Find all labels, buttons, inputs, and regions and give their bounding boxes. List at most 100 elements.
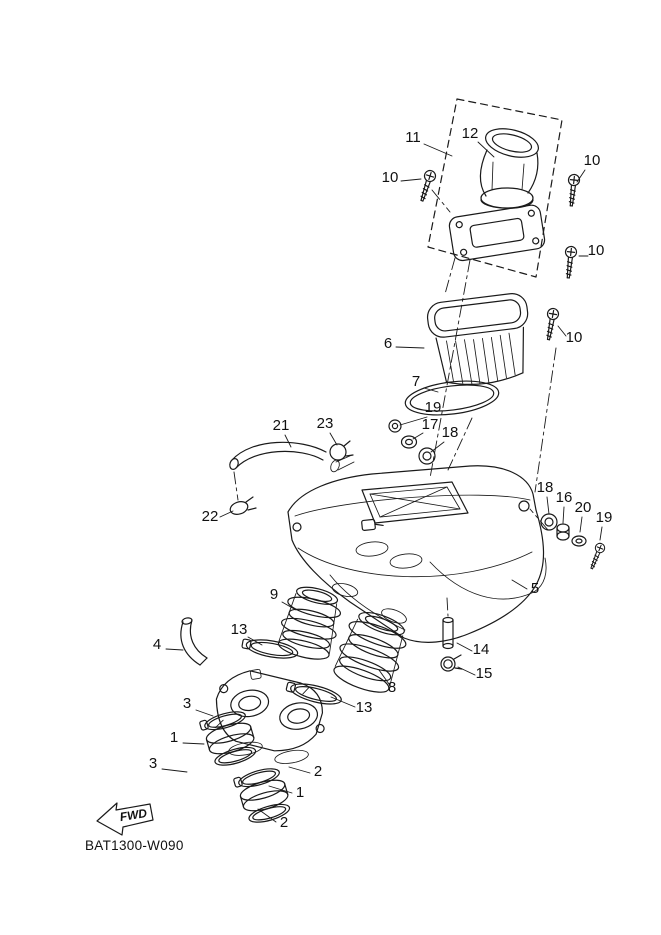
leader-line-21 bbox=[284, 434, 292, 448]
callout-label-16: 16 bbox=[556, 489, 573, 506]
leader-line-6 bbox=[395, 346, 425, 349]
leader-line-2 bbox=[257, 808, 277, 823]
leader-line-23 bbox=[329, 432, 338, 446]
callout-label-3: 3 bbox=[149, 755, 157, 772]
callout-label-9: 9 bbox=[270, 586, 278, 603]
leader-line-17 bbox=[412, 432, 424, 440]
screw-part-10-c bbox=[562, 245, 578, 280]
leader-line-13 bbox=[330, 696, 356, 708]
callout-label-12: 12 bbox=[462, 125, 479, 142]
callout-label-5: 5 bbox=[531, 580, 539, 597]
leader-line-10 bbox=[557, 325, 567, 337]
leader-line-4 bbox=[165, 648, 184, 651]
fwd-arrow-label: FWD bbox=[119, 806, 149, 824]
air-cleaner-case-part-5 bbox=[287, 454, 547, 643]
callout-label-7: 7 bbox=[412, 373, 420, 390]
leader-line-3 bbox=[195, 709, 214, 717]
callout-label-10: 10 bbox=[588, 242, 605, 259]
clamp-part-22 bbox=[229, 496, 257, 515]
screw-part-10-a bbox=[416, 168, 438, 204]
leader-lines bbox=[161, 141, 603, 823]
joint-part-1-stack-a bbox=[199, 711, 257, 766]
leader-line-11 bbox=[423, 143, 453, 157]
intake-boot-part-8 bbox=[333, 611, 407, 693]
throttle-body-assembly bbox=[214, 668, 325, 764]
callout-label-8: 8 bbox=[388, 679, 396, 696]
mount-damper-part-18-right bbox=[540, 513, 558, 531]
leader-line-22 bbox=[219, 510, 234, 518]
washer-part-17 bbox=[400, 435, 418, 449]
leader-line-10 bbox=[400, 178, 422, 182]
clamp-part-13-a bbox=[241, 638, 299, 659]
leader-line-18 bbox=[430, 441, 445, 453]
leader-line-8 bbox=[378, 669, 390, 685]
leader-line-10 bbox=[576, 169, 586, 183]
damper-part-18-left bbox=[418, 447, 436, 465]
callout-label-2: 2 bbox=[314, 763, 322, 780]
drain-pipe-part-14 bbox=[442, 616, 454, 650]
leader-line-7 bbox=[423, 387, 439, 393]
callout-label-19: 19 bbox=[425, 399, 442, 416]
gasket-part-7 bbox=[404, 380, 500, 416]
leader-line-13 bbox=[247, 636, 263, 646]
callout-label-18: 18 bbox=[537, 479, 554, 496]
projection-centerlines bbox=[429, 189, 557, 617]
bolt-part-19-right bbox=[586, 541, 607, 571]
leader-line-9 bbox=[281, 601, 297, 611]
intake-joint-part-12 bbox=[479, 128, 539, 209]
clamp-part-15 bbox=[440, 654, 463, 672]
callout-label-10: 10 bbox=[584, 152, 601, 169]
leader-line-1 bbox=[268, 785, 293, 794]
callout-label-19: 19 bbox=[596, 509, 613, 526]
fwd-arrow: FWD bbox=[96, 802, 154, 836]
diagram-code: BAT1300-W090 bbox=[85, 838, 184, 853]
leader-line-2 bbox=[288, 766, 311, 774]
leader-line-3 bbox=[161, 768, 188, 773]
callout-label-11: 11 bbox=[405, 129, 421, 146]
leader-line-12 bbox=[477, 141, 495, 158]
leader-line-15 bbox=[457, 666, 476, 676]
clamp-part-13-b bbox=[285, 681, 342, 705]
sub-assembly-dashed-box bbox=[427, 98, 563, 278]
air-filter-part-6 bbox=[426, 293, 529, 385]
callout-label-23: 23 bbox=[317, 415, 334, 432]
grommet-part-19-left bbox=[388, 419, 402, 433]
screw-part-10-d bbox=[542, 307, 560, 342]
leader-line-18 bbox=[546, 496, 550, 515]
leader-line-19 bbox=[399, 416, 428, 426]
callout-label-4: 4 bbox=[153, 636, 161, 653]
leader-line-5 bbox=[511, 579, 528, 590]
joint-plate-part-11 bbox=[448, 204, 546, 262]
callout-label-13: 13 bbox=[231, 621, 248, 638]
callout-label-3: 3 bbox=[183, 695, 191, 712]
callout-label-15: 15 bbox=[476, 665, 493, 682]
callout-label-20: 20 bbox=[575, 499, 592, 516]
leader-line-1 bbox=[182, 742, 205, 745]
callout-label-6: 6 bbox=[384, 335, 392, 352]
callout-label-22: 22 bbox=[202, 508, 219, 525]
callout-label-21: 21 bbox=[273, 417, 290, 434]
screw-part-10-b bbox=[565, 173, 581, 208]
callout-label-1: 1 bbox=[170, 729, 178, 746]
intake-boot-part-9 bbox=[277, 586, 342, 660]
joint-part-1-stack-b bbox=[233, 768, 291, 823]
leader-line-20 bbox=[579, 516, 583, 533]
leader-line-14 bbox=[456, 642, 473, 652]
callout-label-2: 2 bbox=[280, 814, 288, 831]
leader-line-19 bbox=[599, 526, 603, 541]
callout-label-14: 14 bbox=[473, 641, 490, 658]
callout-label-17: 17 bbox=[422, 416, 439, 433]
hose-part-4 bbox=[180, 617, 208, 666]
washer-part-20 bbox=[571, 535, 587, 547]
callout-label-10: 10 bbox=[566, 329, 583, 346]
leader-line-16 bbox=[562, 506, 565, 524]
collar-part-16 bbox=[556, 523, 570, 541]
callout-label-10: 10 bbox=[382, 169, 399, 186]
centerline bbox=[233, 471, 239, 501]
callout-label-18: 18 bbox=[442, 424, 459, 441]
callout-label-13: 13 bbox=[356, 699, 373, 716]
breather-hose-part-21 bbox=[229, 441, 327, 470]
